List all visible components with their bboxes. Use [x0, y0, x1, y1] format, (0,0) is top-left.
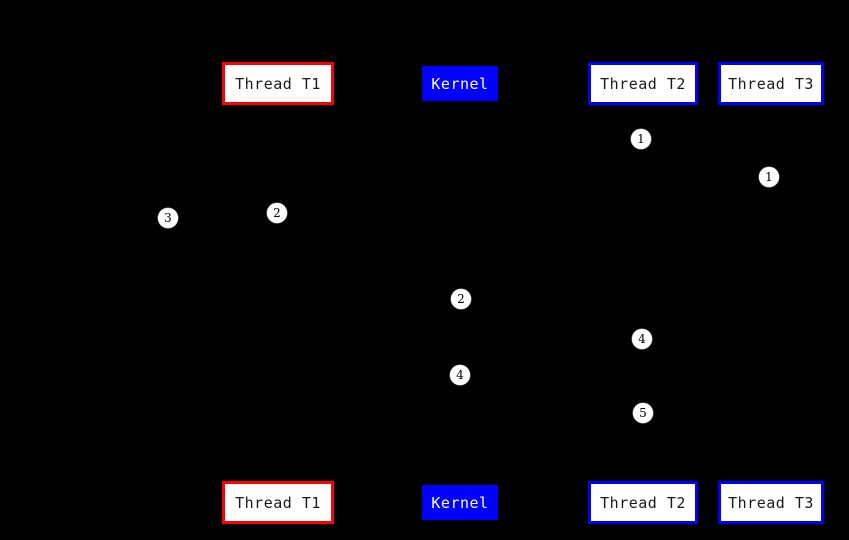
participant-box-thread-t2-top[interactable]: Thread T2 — [588, 62, 698, 105]
participant-box-thread-t1-top[interactable]: Thread T1 — [222, 62, 334, 105]
step-marker: 4 — [632, 329, 652, 349]
message-arrow-1 — [278, 139, 643, 140]
step-marker: 1 — [631, 129, 651, 149]
message-arrow-6 — [278, 375, 460, 376]
participant-label-thread-t2-top: Thread T2 — [600, 74, 686, 93]
step-marker: 3 — [158, 208, 178, 228]
lifeline-thread-t3 — [771, 105, 772, 481]
participant-box-thread-t2-bottom[interactable]: Thread T2 — [588, 481, 698, 524]
step-marker: 2 — [267, 203, 287, 223]
participant-label-thread-t1-bottom: Thread T1 — [235, 493, 321, 512]
step-number: 4 — [456, 368, 464, 382]
step-number: 1 — [637, 132, 645, 146]
step-number: 1 — [765, 170, 773, 184]
participant-label-kernel-bottom: Kernel — [431, 493, 489, 512]
step-marker: 4 — [450, 365, 470, 385]
participant-box-kernel-bottom[interactable]: Kernel — [422, 485, 498, 520]
participant-box-thread-t1-bottom[interactable]: Thread T1 — [222, 481, 334, 524]
step-number: 4 — [638, 332, 646, 346]
participant-label-thread-t3-top: Thread T3 — [728, 74, 814, 93]
participant-label-thread-t1-top: Thread T1 — [235, 74, 321, 93]
message-arrow-4 — [278, 299, 460, 300]
participant-label-thread-t2-bottom: Thread T2 — [600, 493, 686, 512]
participant-box-kernel-top[interactable]: Kernel — [422, 66, 498, 101]
step-number: 5 — [639, 406, 647, 420]
lifeline-thread-t2 — [643, 105, 644, 481]
message-arrow-5 — [460, 339, 643, 340]
step-number: 2 — [273, 206, 281, 220]
step-marker: 1 — [759, 167, 779, 187]
lifeline-thread-t1 — [278, 105, 279, 481]
step-number: 3 — [164, 211, 172, 225]
participant-box-thread-t3-top[interactable]: Thread T3 — [718, 62, 824, 105]
message-arrow-2 — [278, 177, 771, 178]
participant-label-thread-t3-bottom: Thread T3 — [728, 493, 814, 512]
step-number: 2 — [457, 292, 465, 306]
step-marker: 2 — [451, 289, 471, 309]
participant-box-thread-t3-bottom[interactable]: Thread T3 — [718, 481, 824, 524]
participant-label-kernel-top: Kernel — [431, 74, 489, 93]
message-arrow-7 — [460, 413, 643, 414]
message-arrow-3 — [168, 218, 278, 219]
step-marker: 5 — [633, 403, 653, 423]
